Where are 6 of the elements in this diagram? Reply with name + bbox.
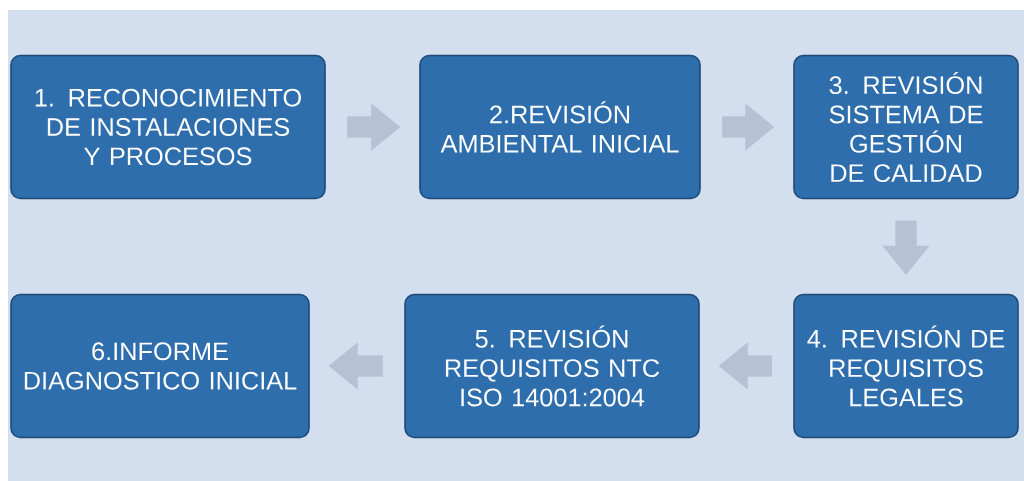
process-box: 3. REVISIÓN SISTEMA DE GESTIÓN DE CALIDAD: [793, 54, 1019, 200]
process-box: 1. RECONOCIMIENTO DE INSTALACIONES Y PROCESOS: [10, 54, 326, 200]
process-box: 2.REVISIÓN AMBIENTAL INICIAL: [419, 54, 701, 200]
process-box: 5. REVISIÓN REQUISITOS NTC ISO 14001:2004: [404, 293, 700, 439]
process-box: 6.INFORME DIAGNOSTICO INICIAL: [10, 293, 310, 439]
process-box: 4. REVISIÓN DE REQUISITOS LEGALES: [793, 293, 1019, 439]
